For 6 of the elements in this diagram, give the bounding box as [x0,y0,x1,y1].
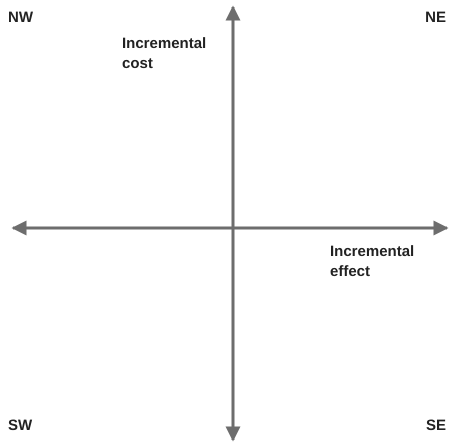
axis-label: Incremental effect [330,242,416,282]
quadrant-label: NE [425,8,446,28]
quadrant-label: SW [8,416,32,436]
quadrant-label: NW [8,8,33,28]
quadrant-label: SE [426,416,446,436]
axis-label: Incremental cost [122,34,208,74]
